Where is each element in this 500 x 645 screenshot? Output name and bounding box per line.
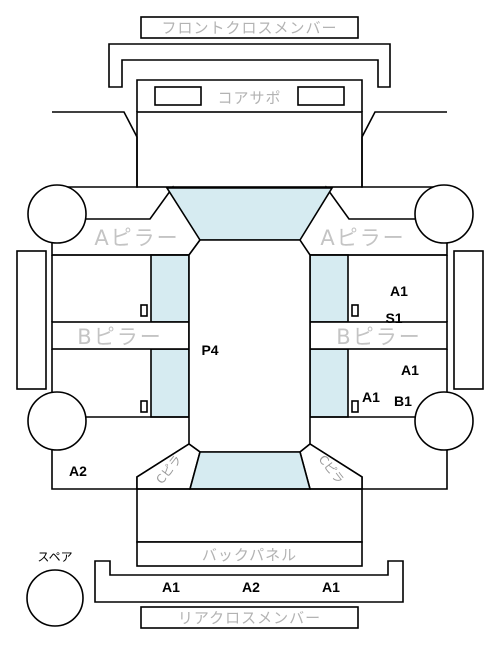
spare-label: スペア [37,550,72,564]
b-pillar-right-panel [309,321,448,350]
core-support-left-slot [154,86,202,106]
left-front-door-handle [140,304,148,317]
hood-panel [136,111,363,188]
code-roof: P4 [201,342,218,358]
left-rear-door-handle [140,400,148,413]
right-rear-door-handle [351,400,359,413]
right-rear-window [309,348,349,418]
left-rear-tire [27,391,87,451]
front-cross-member-label: フロントクロスメンバー [161,19,337,37]
spare-tire [26,569,84,627]
code-rear-bumper-center: A2 [242,579,260,595]
a-pillar-right-label: Aピラー [320,226,405,250]
left-rear-window [150,348,190,418]
code-rear-bumper-right: A1 [322,579,340,595]
core-support-frame [136,79,363,112]
b-pillar-left-panel [51,321,190,350]
left-front-window [150,254,190,323]
code-right-rear-lower: A1 [362,389,380,405]
right-rear-tire [414,391,474,451]
back-panel-box [136,541,363,567]
left-side-step [16,250,47,390]
trunk-lid [136,488,363,543]
front-bumper-bracket [108,43,391,88]
core-support-label: コアサポ [217,89,281,107]
front-cross-member-box [140,16,359,39]
core-support-right-slot [297,86,345,106]
left-front-tire [27,184,87,244]
rear-window [188,451,312,490]
rear-cross-member-box [140,606,359,629]
right-front-window [309,254,349,323]
code-rear-bumper-left: A1 [162,579,180,595]
right-front-fender [361,111,447,188]
right-front-tire [414,184,474,244]
right-front-door-handle [351,304,359,317]
a-pillar-left-label: Aピラー [94,226,179,250]
rear-cross-member-label: リアクロスメンバー [178,609,321,627]
code-right-rear-door: A1 [401,362,419,378]
code-left-rear-quarter: A2 [69,463,87,479]
b-pillar-left-label: Bピラー [77,325,162,349]
code-right-rear-b1: B1 [394,393,412,409]
right-side-step [453,250,484,390]
code-right-front-door: A1 [390,283,408,299]
left-front-fender [52,111,138,188]
code-right-b-pillar: S1 [385,310,402,326]
rear-bumper-bracket [94,560,404,603]
b-pillar-right-label: Bピラー [336,325,421,349]
back-panel-label: バックパネル [202,546,297,564]
